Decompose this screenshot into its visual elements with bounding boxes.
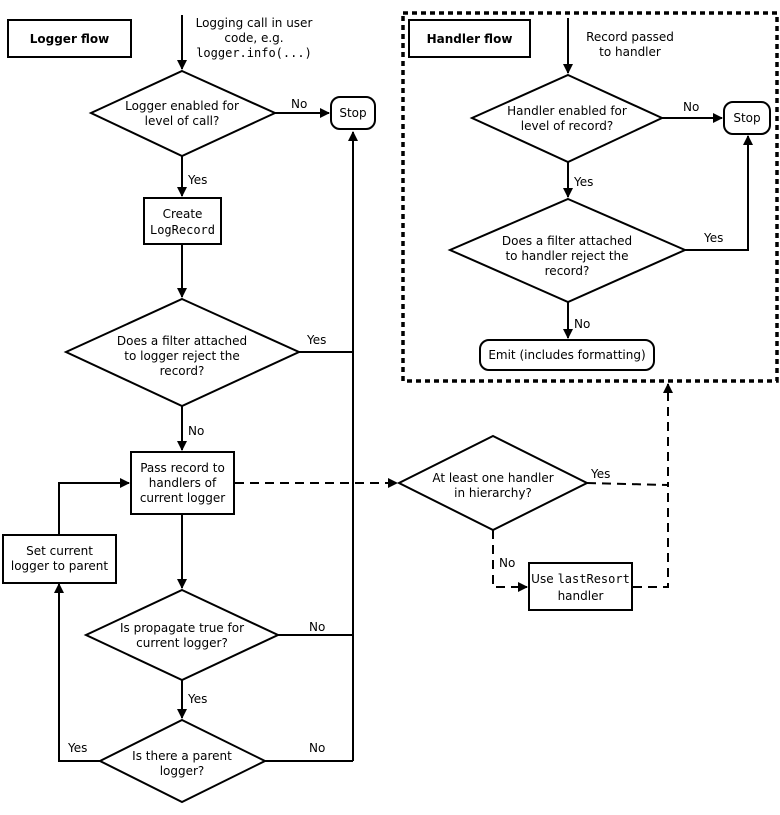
svg-text:handlers of: handlers of — [149, 476, 217, 490]
svg-text:logger?: logger? — [160, 764, 205, 778]
handler-flow-frame — [401, 11, 779, 383]
set-parent-box: Set current logger to parent — [2, 534, 117, 584]
label-handler-enabled-no: No — [683, 100, 699, 114]
svg-text:Record passed: Record passed — [586, 30, 674, 44]
svg-text:Logger enabled for: Logger enabled for — [125, 99, 239, 113]
label-enabled-yes: Yes — [187, 173, 207, 187]
handler-start-note: Record passed to handler — [586, 30, 674, 59]
label-parent-yes: Yes — [67, 741, 87, 755]
svg-text:logger.info(...): logger.info(...) — [196, 46, 312, 60]
edge-handler-filter-yes-to-stop — [685, 135, 753, 251]
svg-text:Stop: Stop — [339, 106, 366, 120]
label-handler-filter-no: No — [574, 317, 590, 331]
decision-handler-in-hierarchy: At least one handler in hierarchy? — [396, 434, 590, 532]
logger-flow-title: Logger flow — [7, 19, 132, 58]
svg-text:Pass record to: Pass record to — [140, 461, 225, 475]
svg-text:handler: handler — [558, 589, 604, 603]
decision-propagate: Is propagate true for current logger? — [83, 588, 281, 682]
label-filter-yes: Yes — [306, 333, 326, 347]
edge-parent-yes-to-set-parent — [54, 583, 100, 762]
handler-flow-title: Handler flow — [408, 19, 531, 58]
svg-text:level of call?: level of call? — [145, 114, 220, 128]
logger-stop-node: Stop — [330, 96, 376, 130]
label-handler-enabled-yes: Yes — [573, 175, 593, 189]
svg-text:current logger: current logger — [140, 491, 225, 505]
svg-text:Stop: Stop — [733, 111, 760, 125]
label-parent-no: No — [309, 741, 325, 755]
svg-text:level of record?: level of record? — [521, 119, 613, 133]
svg-text:At least one handler: At least one handler — [432, 471, 553, 485]
svg-text:Set current: Set current — [26, 544, 93, 558]
svg-text:Emit (includes formatting): Emit (includes formatting) — [488, 348, 645, 362]
svg-text:Is there a parent: Is there a parent — [132, 749, 232, 763]
emit-box: Emit (includes formatting) — [479, 339, 655, 371]
svg-text:Create: Create — [163, 207, 203, 221]
svg-text:record?: record? — [160, 364, 205, 378]
label-filter-no: No — [188, 424, 204, 438]
svg-text:Logging call in user: Logging call in user — [196, 16, 313, 30]
decision-handler-enabled: Handler enabled for level of record? — [469, 73, 665, 164]
edge-labels: No Yes Yes No No Yes Yes No Yes No No Ye… — [67, 97, 723, 755]
edge-set-parent-to-pass — [58, 478, 130, 535]
pass-record-box: Pass record to handlers of current logge… — [130, 451, 235, 515]
svg-text:Logger flow: Logger flow — [30, 32, 110, 46]
decision-handler-filter: Does a filter attached to handler reject… — [447, 197, 688, 304]
svg-text:Handler enabled for: Handler enabled for — [507, 104, 627, 118]
svg-text:Does a filter attached: Does a filter attached — [502, 234, 632, 248]
label-enabled-no: No — [291, 97, 307, 111]
svg-text:Handler flow: Handler flow — [427, 32, 513, 46]
edge-hierarchy-no-to-last-resort — [492, 530, 528, 592]
svg-text:in hierarchy?: in hierarchy? — [454, 486, 532, 500]
svg-text:to handler: to handler — [599, 45, 661, 59]
label-propagate-no: No — [309, 620, 325, 634]
svg-text:Is propagate true for: Is propagate true for — [120, 621, 244, 635]
svg-text:LogRecord: LogRecord — [150, 223, 215, 237]
decision-logger-filter: Does a filter attached to logger reject … — [63, 297, 302, 408]
svg-text:record?: record? — [545, 264, 590, 278]
svg-text:to handler reject the: to handler reject the — [505, 249, 628, 263]
label-handler-filter-yes: Yes — [703, 231, 723, 245]
svg-text:code, e.g.: code, e.g. — [224, 31, 283, 45]
create-logrecord-box: Create LogRecord — [143, 197, 222, 245]
edges — [54, 15, 753, 762]
svg-text:logger to parent: logger to parent — [11, 559, 109, 573]
decision-logger-enabled: Logger enabled for level of call? — [88, 69, 278, 158]
handler-stop-node: Stop — [723, 101, 771, 135]
svg-text:Does a filter attached: Does a filter attached — [117, 334, 247, 348]
label-propagate-yes: Yes — [187, 692, 207, 706]
edge-last-resort-to-handler-flow — [633, 485, 669, 588]
logger-start-note: Logging call in user code, e.g. logger.i… — [196, 16, 313, 60]
label-hierarchy-no: No — [499, 556, 515, 570]
svg-text:to logger reject the: to logger reject the — [124, 349, 239, 363]
decision-parent-logger: Is there a parent logger? — [97, 718, 268, 804]
label-hierarchy-yes: Yes — [590, 467, 610, 481]
svg-text:current logger?: current logger? — [136, 636, 228, 650]
